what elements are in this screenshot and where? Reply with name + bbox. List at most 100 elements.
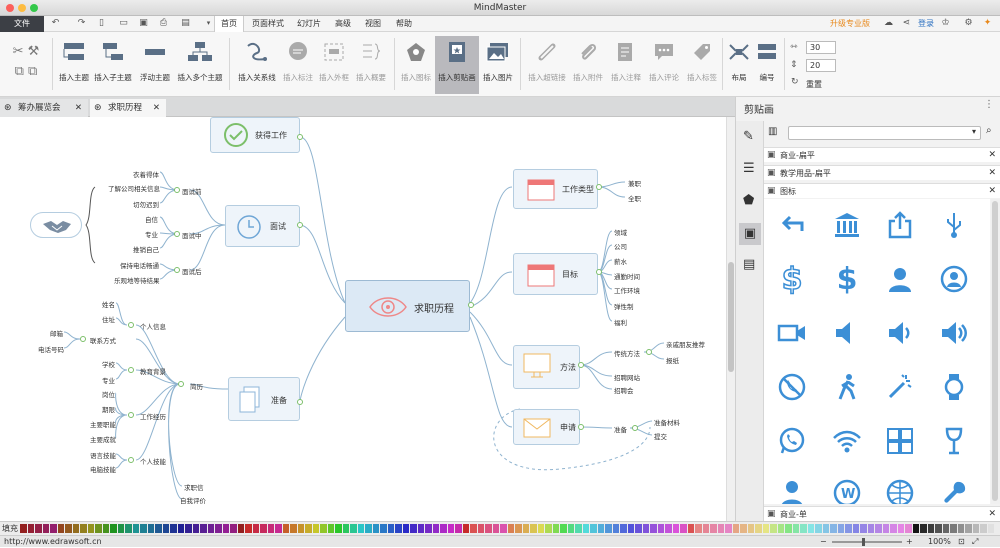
color-swatch[interactable] — [515, 524, 522, 533]
no-phone-icon[interactable] — [774, 369, 810, 405]
collapse-toggle[interactable] — [174, 267, 180, 273]
leaf-field[interactable]: 领域 — [614, 229, 627, 237]
color-swatch[interactable] — [485, 524, 492, 533]
close-icon[interactable]: ✕ — [988, 150, 996, 160]
color-swatch[interactable] — [927, 524, 934, 533]
color-swatch[interactable] — [717, 524, 724, 533]
color-swatch[interactable] — [140, 524, 147, 533]
central-topic[interactable]: 求职历程 — [345, 280, 470, 332]
color-swatch[interactable] — [477, 524, 484, 533]
float-topic-button[interactable]: 浮动主题 — [137, 38, 173, 83]
color-swatch[interactable] — [627, 524, 634, 533]
reset-icon[interactable]: ↻ — [791, 77, 799, 87]
color-swatch[interactable] — [200, 524, 207, 533]
color-swatch[interactable] — [245, 524, 252, 533]
volume-off-icon[interactable] — [829, 315, 865, 351]
leaf-materials[interactable]: 准备材料 — [654, 419, 680, 427]
collapse-toggle[interactable] — [297, 134, 303, 140]
leaf-position[interactable]: 岗位 — [102, 391, 115, 399]
volume-high-icon[interactable] — [936, 315, 972, 351]
leaf-major[interactable]: 专业 — [102, 377, 115, 385]
copy-icon[interactable]: ⧉ ⧉ — [14, 64, 38, 79]
color-swatch[interactable] — [837, 524, 844, 533]
color-swatch[interactable] — [845, 524, 852, 533]
leaf-submit[interactable]: 提交 — [654, 433, 667, 441]
leaf-dress[interactable]: 衣着得体 — [133, 171, 159, 179]
color-swatch[interactable] — [42, 524, 49, 533]
collapse-toggle[interactable] — [468, 302, 474, 308]
subtopic-contact[interactable]: 联系方式 — [90, 337, 116, 345]
color-swatch[interactable] — [432, 524, 439, 533]
leaf-cover-letter[interactable]: 求职信 — [184, 484, 204, 492]
color-swatch[interactable] — [747, 524, 754, 533]
clipart-library-select[interactable]: ▾ — [788, 126, 981, 140]
color-swatch[interactable] — [237, 524, 244, 533]
settings-icon[interactable]: ⚙ — [964, 18, 973, 28]
leaf-salary[interactable]: 薪水 — [614, 258, 627, 266]
leaf-self-evaluation[interactable]: 自我评价 — [180, 497, 206, 505]
collapse-toggle[interactable] — [128, 412, 134, 418]
leaf-environment[interactable]: 工作环境 — [614, 287, 640, 295]
dollar-outline-icon[interactable]: $ — [781, 261, 803, 298]
color-swatch[interactable] — [327, 524, 334, 533]
collapse-toggle[interactable] — [80, 336, 86, 342]
color-swatch[interactable] — [687, 524, 694, 533]
collapse-toggle[interactable] — [178, 381, 184, 387]
color-swatch[interactable] — [792, 524, 799, 533]
color-swatch[interactable] — [260, 524, 267, 533]
leaf-computer-skills[interactable]: 电脑技能 — [90, 466, 116, 474]
icon-library-icon[interactable]: ⬟ — [743, 193, 755, 208]
collapse-toggle[interactable] — [174, 187, 180, 193]
color-swatch[interactable] — [162, 524, 169, 533]
insert-subtopic-button[interactable]: 插入子主题 — [93, 38, 133, 83]
save-icon[interactable]: ▣ — [139, 18, 148, 28]
color-swatch[interactable] — [590, 524, 597, 533]
color-swatch[interactable] — [462, 524, 469, 533]
fit-page-icon[interactable]: ⊡ — [958, 537, 965, 546]
format-brush-icon[interactable]: ✎ — [743, 129, 754, 144]
subtopic-job-site[interactable]: 招聘网站 — [614, 374, 640, 382]
canvas-vertical-scrollbar[interactable] — [726, 117, 735, 521]
relation-line-button[interactable]: 插入关系线 — [236, 38, 278, 83]
color-swatch[interactable] — [860, 524, 867, 533]
windows-icon[interactable] — [882, 423, 918, 459]
color-swatch[interactable] — [342, 524, 349, 533]
walking-person-icon[interactable] — [829, 369, 865, 405]
color-swatch[interactable] — [800, 524, 807, 533]
watch-icon[interactable] — [936, 369, 972, 405]
color-swatch[interactable] — [185, 524, 192, 533]
color-swatch[interactable] — [905, 524, 912, 533]
color-swatch[interactable] — [807, 524, 814, 533]
tab-slides[interactable]: 幻灯片 — [297, 19, 321, 28]
close-icon[interactable]: ✕ — [152, 103, 160, 113]
color-swatch[interactable] — [672, 524, 679, 533]
color-swatch[interactable] — [972, 524, 979, 533]
vertical-spacing-input[interactable]: 20 — [806, 59, 836, 72]
undo-icon[interactable]: ↶ — [51, 18, 60, 28]
color-swatch[interactable] — [372, 524, 379, 533]
tag-button[interactable]: 插入标签 — [684, 38, 720, 83]
numbering-button[interactable]: 编号 — [754, 38, 780, 83]
collapse-toggle[interactable] — [128, 367, 134, 373]
tab-home[interactable]: 首页 — [214, 16, 244, 32]
share-icon[interactable]: ⋖ — [902, 18, 911, 28]
color-swatch[interactable] — [335, 524, 342, 533]
wine-glass-icon[interactable] — [936, 423, 972, 459]
color-swatch[interactable] — [492, 524, 499, 533]
tab-page-style[interactable]: 页面样式 — [252, 19, 284, 28]
subtopic-before-interview[interactable]: 面试前 — [182, 188, 202, 196]
attachment-button[interactable]: 插入附件 — [570, 38, 606, 83]
color-swatch[interactable] — [912, 524, 919, 533]
color-swatch[interactable] — [147, 524, 154, 533]
color-swatch[interactable] — [867, 524, 874, 533]
leaf-flexible[interactable]: 弹性制 — [614, 303, 634, 311]
close-icon[interactable]: ✕ — [74, 103, 82, 113]
user-circle-icon[interactable] — [936, 261, 972, 297]
hyperlink-button[interactable]: 插入超链接 — [526, 38, 568, 83]
topic-method[interactable]: 方法 — [513, 345, 580, 389]
color-swatch[interactable] — [582, 524, 589, 533]
topic-get-job[interactable]: 获得工作 — [210, 117, 300, 153]
color-swatch[interactable] — [605, 524, 612, 533]
color-swatch[interactable] — [117, 524, 124, 533]
color-swatch[interactable] — [387, 524, 394, 533]
